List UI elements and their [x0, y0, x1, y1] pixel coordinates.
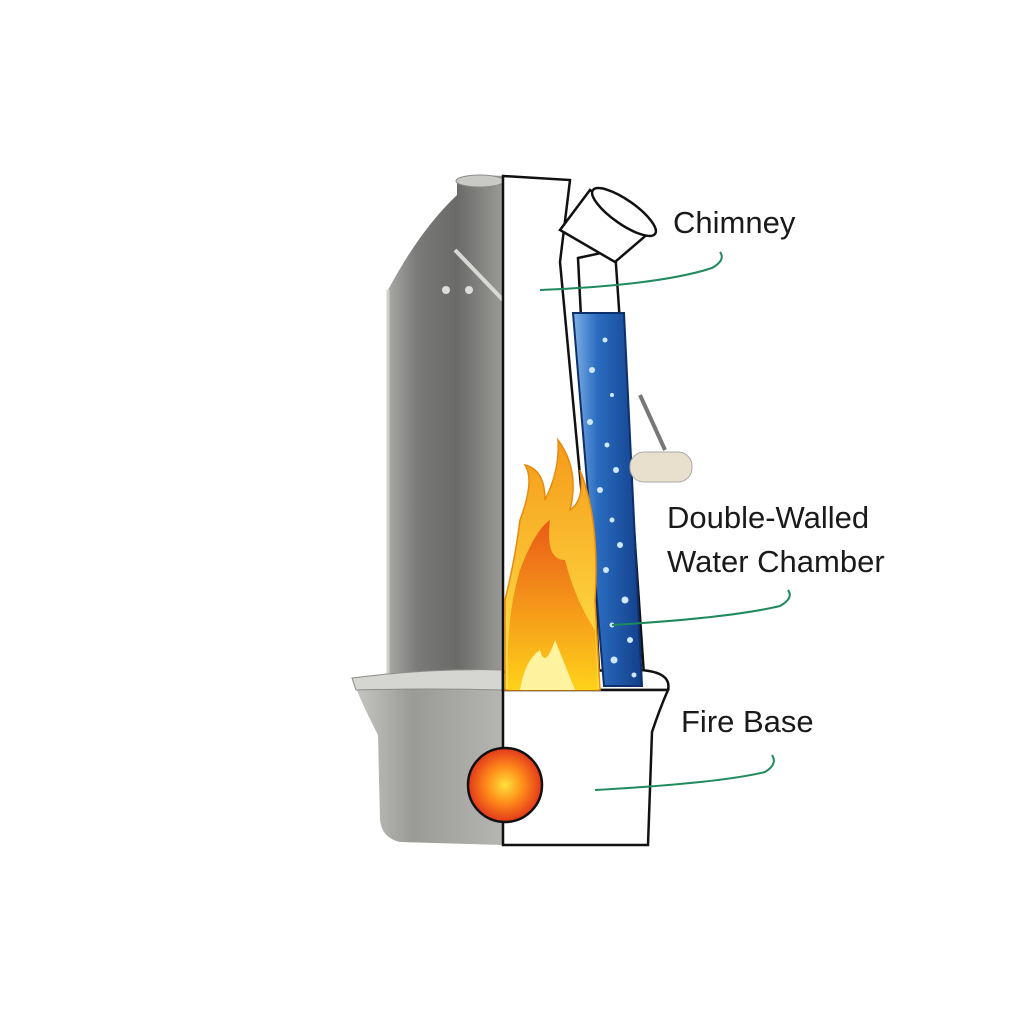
chimney-label: Chimney — [673, 205, 796, 240]
leader-lines — [539, 251, 791, 791]
chimney-spout — [558, 186, 658, 264]
flame-illustration — [504, 437, 601, 691]
water-bubbles — [587, 337, 637, 678]
water-chamber-label-line1: Double-Walled — [667, 500, 869, 535]
water-chamber-leader-line — [611, 589, 791, 626]
fire-base-leader-line — [594, 754, 775, 791]
fire-glow-icon — [466, 746, 544, 824]
chimney-leader-line — [539, 251, 723, 291]
wooden-handle — [629, 394, 693, 483]
handle-wire — [453, 248, 505, 302]
fire-base-label: Fire Base — [681, 704, 814, 739]
water-chamber-label-line2: Water Chamber — [667, 544, 885, 579]
kettle-steel-half — [351, 174, 505, 845]
